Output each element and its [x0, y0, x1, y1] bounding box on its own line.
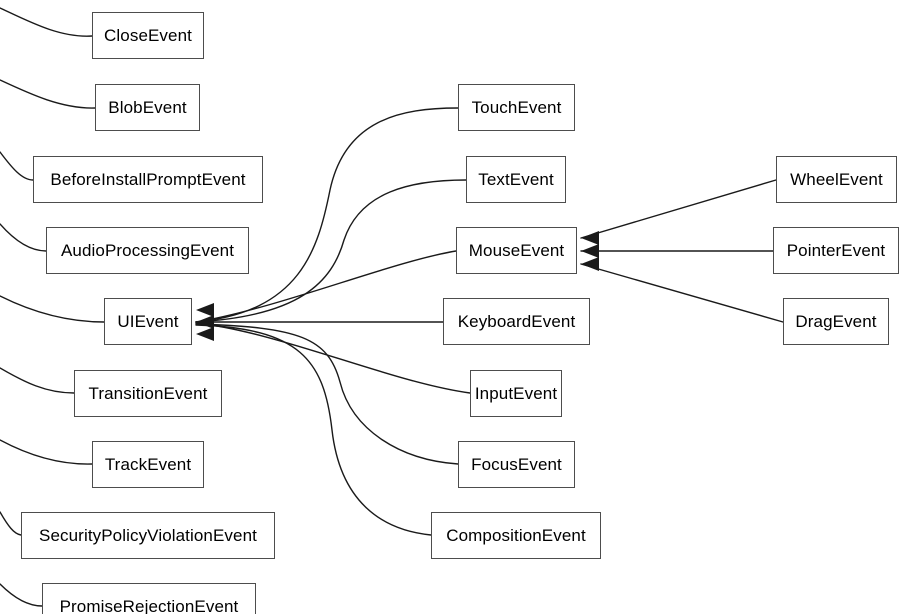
class-node-label: KeyboardEvent: [457, 312, 576, 331]
class-node-uievent[interactable]: UIEvent: [104, 298, 192, 345]
class-node-label: MouseEvent: [468, 241, 565, 260]
class-node-securitypolicyviolationevent[interactable]: SecurityPolicyViolationEvent: [21, 512, 275, 559]
class-node-pointerevent[interactable]: PointerEvent: [773, 227, 899, 274]
class-node-label: CompositionEvent: [446, 526, 586, 545]
class-node-label: TrackEvent: [104, 455, 192, 474]
class-node-closeevent[interactable]: CloseEvent: [92, 12, 204, 59]
class-node-label: CloseEvent: [104, 26, 192, 45]
class-node-beforeinstallpromptevent[interactable]: BeforeInstallPromptEvent: [33, 156, 263, 203]
class-node-label: TouchEvent: [471, 98, 562, 117]
class-node-label: SecurityPolicyViolationEvent: [39, 526, 257, 545]
class-node-dragevent[interactable]: DragEvent: [783, 298, 889, 345]
class-node-blobevent[interactable]: BlobEvent: [95, 84, 200, 131]
class-node-label: FocusEvent: [471, 455, 562, 474]
class-node-label: PointerEvent: [786, 241, 886, 260]
class-node-promiserejectionevent[interactable]: PromiseRejectionEvent: [42, 583, 256, 614]
class-node-keyboardevent[interactable]: KeyboardEvent: [443, 298, 590, 345]
class-node-audioprocessingevent[interactable]: AudioProcessingEvent: [46, 227, 249, 274]
class-node-compositionevent[interactable]: CompositionEvent: [431, 512, 601, 559]
class-node-touchevent[interactable]: TouchEvent: [458, 84, 575, 131]
class-node-inputevent[interactable]: InputEvent: [470, 370, 562, 417]
class-node-label: PromiseRejectionEvent: [59, 597, 239, 614]
class-node-label: TextEvent: [478, 170, 554, 189]
class-node-label: UIEvent: [117, 312, 179, 331]
class-node-label: WheelEvent: [790, 170, 883, 189]
class-node-trackevent[interactable]: TrackEvent: [92, 441, 204, 488]
class-node-mouseevent[interactable]: MouseEvent: [456, 227, 577, 274]
class-node-label: DragEvent: [795, 312, 877, 331]
class-node-transitionevent[interactable]: TransitionEvent: [74, 370, 222, 417]
class-node-label: BlobEvent: [108, 98, 187, 117]
class-node-focusevent[interactable]: FocusEvent: [458, 441, 575, 488]
class-node-label: TransitionEvent: [88, 384, 208, 403]
class-node-wheelevent[interactable]: WheelEvent: [776, 156, 897, 203]
class-node-label: InputEvent: [474, 384, 558, 403]
class-node-label: AudioProcessingEvent: [60, 241, 235, 260]
class-node-label: BeforeInstallPromptEvent: [50, 170, 246, 189]
class-node-textevent[interactable]: TextEvent: [466, 156, 566, 203]
